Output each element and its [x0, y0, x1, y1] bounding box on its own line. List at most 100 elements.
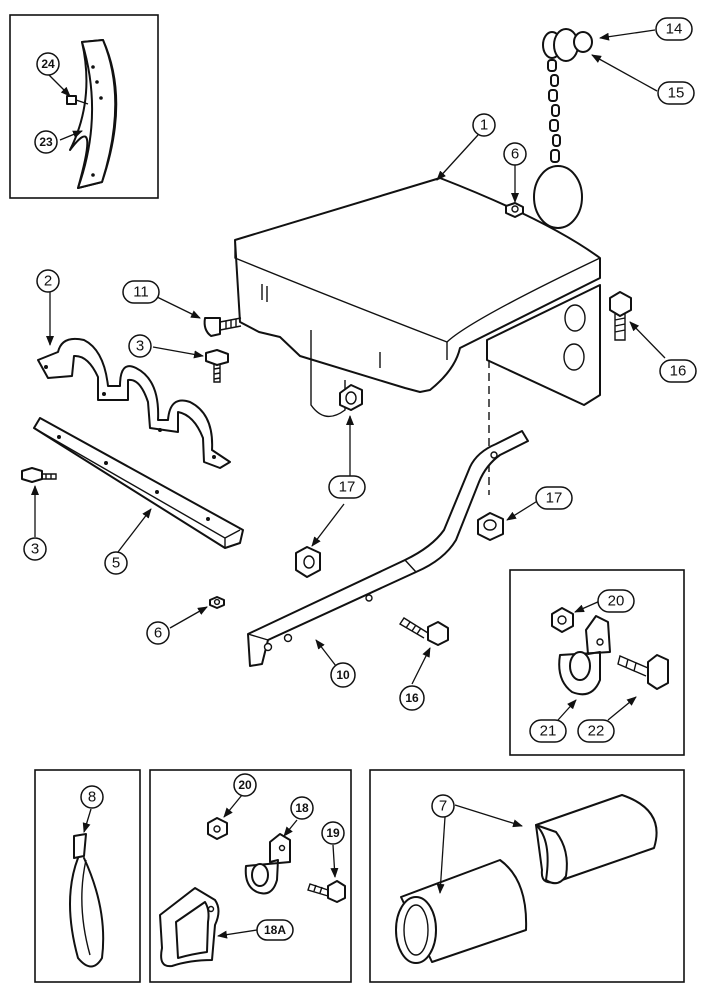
leader-10 — [315, 639, 337, 667]
clamp-part-21 — [558, 615, 611, 696]
leader-16-lower — [411, 647, 431, 685]
callout-2: 2 — [36, 269, 60, 293]
svg-text:14: 14 — [666, 21, 683, 38]
callout-24: 24 — [36, 52, 60, 76]
callout-1: 1 — [472, 113, 496, 137]
callout-15: 15 — [657, 81, 695, 105]
callout-8: 8 — [80, 785, 104, 809]
svg-text:18: 18 — [295, 801, 309, 815]
callout-17-top: 17 — [328, 475, 366, 499]
leader-1 — [436, 134, 479, 181]
leader-14 — [599, 29, 656, 41]
svg-text:20: 20 — [608, 593, 625, 610]
svg-text:16: 16 — [670, 363, 687, 380]
callout-6-top: 6 — [503, 142, 527, 166]
leader-20-clip — [223, 794, 243, 818]
svg-text:20: 20 — [238, 778, 252, 792]
svg-text:3: 3 — [136, 338, 144, 355]
callout-21: 21 — [529, 719, 567, 743]
leader-7-left — [436, 816, 446, 894]
callout-17-right: 17 — [535, 486, 573, 510]
cover-part-1 — [234, 177, 601, 495]
bolt-part-11 — [203, 317, 242, 337]
nut-part-17-left — [295, 546, 321, 578]
nut-part-6-top — [505, 202, 524, 218]
svg-text:23: 23 — [39, 135, 53, 149]
leader-3-upper — [152, 346, 204, 359]
svg-text:7: 7 — [439, 798, 447, 815]
leader-17-right — [506, 499, 540, 521]
svg-text:1: 1 — [480, 117, 488, 134]
cable-tie-part-8 — [69, 833, 105, 968]
leader-23 — [59, 130, 83, 141]
svg-text:17: 17 — [546, 490, 563, 507]
screw-part-24 — [66, 95, 89, 105]
bolt-part-16-lower — [399, 617, 449, 646]
callout-22: 22 — [577, 719, 615, 743]
nut-part-6-lower — [209, 596, 225, 609]
liner-part-23 — [69, 39, 118, 189]
callout-3-upper: 3 — [128, 334, 152, 358]
leader-8 — [82, 808, 92, 833]
callout-20-inset: 20 — [597, 589, 635, 613]
bracket-part-18A — [159, 887, 220, 968]
callout-16-upper: 16 — [659, 359, 697, 383]
leader-18 — [283, 819, 298, 837]
sleeve-part-7-left — [395, 859, 528, 964]
svg-text:21: 21 — [540, 723, 557, 740]
callout-7: 7 — [431, 794, 455, 818]
svg-text:2: 2 — [44, 273, 52, 290]
nut-part-17-top — [339, 384, 363, 411]
leader-5 — [117, 508, 152, 553]
svg-text:22: 22 — [588, 723, 605, 740]
clamp-part-2 — [37, 337, 231, 469]
nut-part-17-right — [477, 512, 504, 541]
ghost-tube — [310, 330, 346, 418]
callout-10: 10 — [330, 662, 356, 688]
bolt-part-22 — [617, 654, 669, 690]
svg-text:11: 11 — [133, 284, 149, 301]
bolt-part-3-upper — [205, 349, 229, 383]
callout-18A: 18A — [256, 919, 294, 941]
inset-box-liner — [9, 14, 159, 199]
inset-box-clip-18 — [149, 769, 352, 983]
leader-15 — [591, 54, 658, 92]
svg-text:6: 6 — [154, 625, 162, 642]
inset-box-cable-tie — [34, 769, 141, 983]
callout-3-lower: 3 — [23, 537, 47, 561]
bolt-part-3-lower — [21, 467, 57, 483]
leader-7-right — [454, 804, 523, 828]
svg-text:15: 15 — [668, 85, 685, 102]
clip-part-18 — [244, 833, 291, 895]
svg-text:3: 3 — [31, 541, 39, 558]
callout-18: 18 — [290, 796, 314, 820]
bracket-part-10 — [247, 430, 529, 667]
svg-text:10: 10 — [336, 668, 350, 682]
leader-6-lower — [169, 606, 208, 629]
svg-text:18A: 18A — [264, 923, 286, 937]
leader-16-upper — [629, 321, 666, 359]
screw-part-19 — [307, 880, 346, 903]
inset-box-clamp-21-22 — [509, 569, 685, 756]
callout-23: 23 — [34, 130, 58, 154]
callout-19: 19 — [321, 821, 345, 845]
callout-14: 14 — [655, 17, 693, 41]
callout-5: 5 — [104, 551, 128, 575]
svg-text:6: 6 — [511, 146, 519, 163]
svg-text:5: 5 — [112, 555, 120, 572]
callout-20-clip: 20 — [233, 773, 257, 797]
leader-22 — [607, 696, 637, 721]
leader-19 — [330, 844, 339, 878]
lock-pin-chain-part-14-15 — [533, 28, 593, 229]
callout-6-lower: 6 — [146, 621, 170, 645]
leader-11 — [154, 295, 201, 319]
svg-text:16: 16 — [405, 691, 419, 705]
bolt-part-16-upper — [609, 291, 632, 341]
leader-17-left — [311, 503, 345, 547]
leader-21 — [557, 699, 577, 721]
nut-part-20-inset — [551, 607, 574, 633]
inset-box-sleeves — [369, 769, 685, 983]
callout-16-lower: 16 — [399, 685, 425, 711]
leader-20-inset — [574, 600, 601, 613]
